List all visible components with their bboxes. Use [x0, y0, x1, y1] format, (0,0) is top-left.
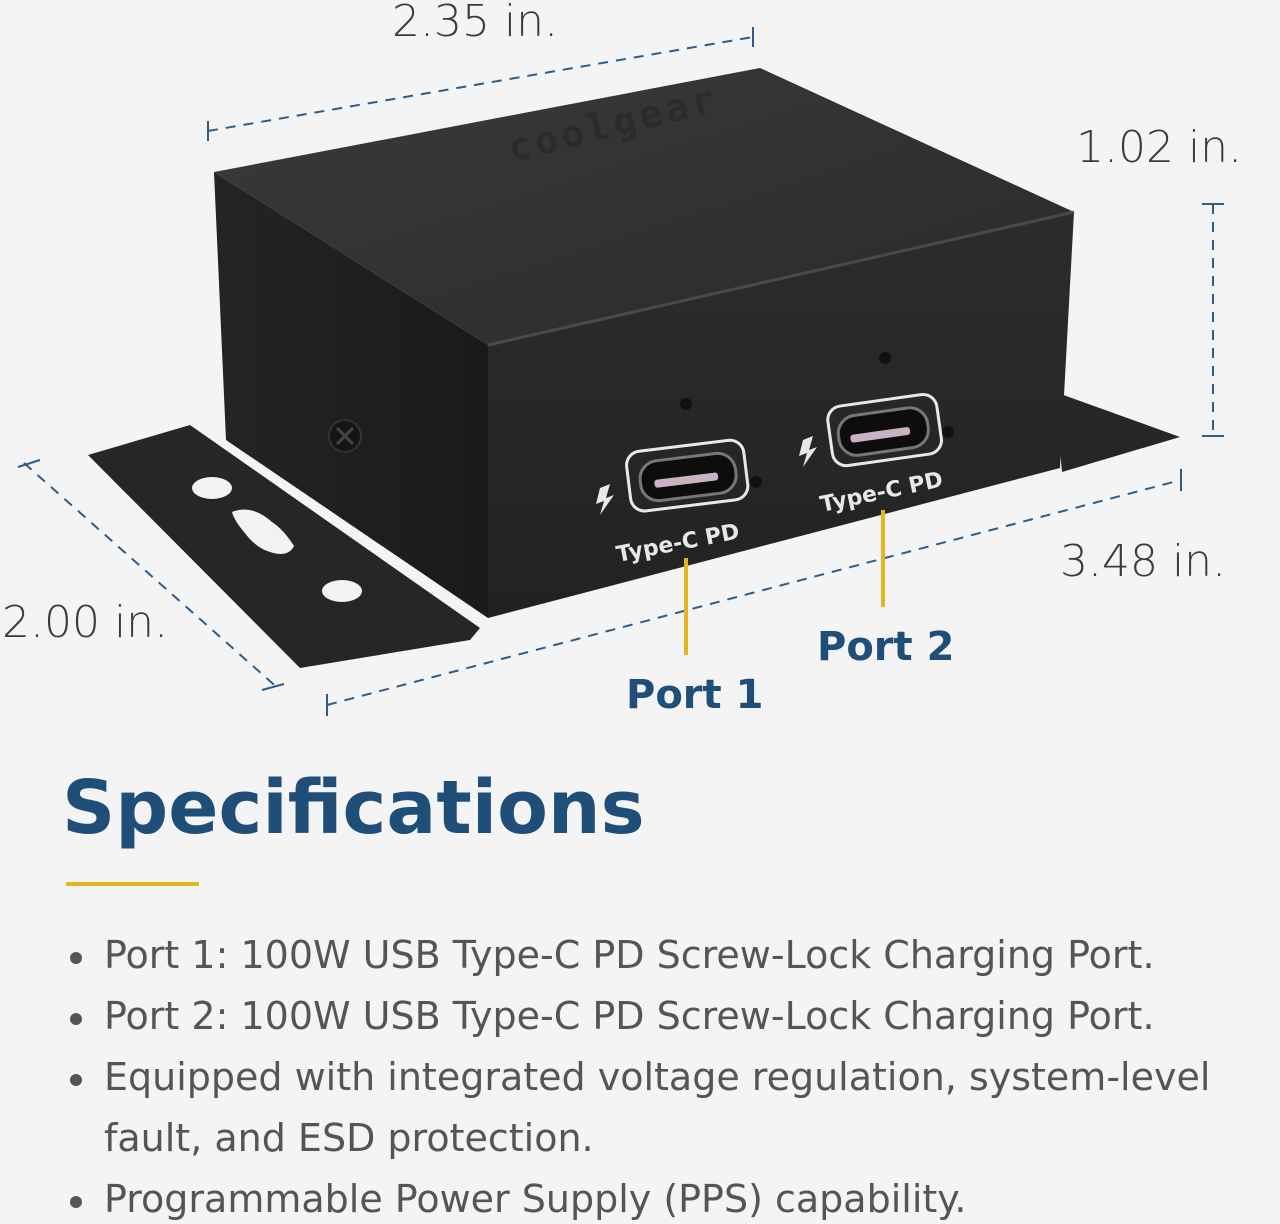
dimension-line-side: [17, 459, 285, 691]
usb-hub-device: coolgear Type-C PD: [88, 68, 1180, 668]
spec-item-text: Port 2: 100W USB Type-C PD Screw-Lock Ch…: [104, 994, 1155, 1038]
dimension-width-label: 2.35 in.: [392, 0, 558, 47]
port-1-label: Port 1: [626, 672, 763, 718]
dimension-depth-label: 3.48 in.: [1060, 536, 1226, 587]
specifications-title: Specifications: [62, 765, 645, 851]
bullet-icon: [70, 952, 82, 964]
product-dimension-figure: 2.35 in. 1.02 in. 3.48 in. 2.00 in.: [2, 0, 1242, 718]
dimension-line-width: [207, 27, 754, 141]
dimension-height-label: 1.02 in.: [1076, 122, 1242, 173]
spec-item-text: Equipped with integrated voltage regulat…: [104, 1055, 1211, 1160]
spec-item-text: Programmable Power Supply (PPS) capabili…: [104, 1177, 967, 1221]
indicator-hole: [879, 352, 891, 364]
top-face: [214, 68, 1074, 345]
bullet-icon: [70, 1013, 82, 1025]
dimension-side-label: 2.00 in.: [2, 597, 168, 648]
mounting-hole-icon: [322, 580, 362, 602]
keyhole-slot-icon: [232, 509, 294, 554]
front-face: [488, 212, 1074, 618]
mounting-hole-icon: [192, 477, 232, 499]
right-mounting-flange: [1055, 392, 1180, 472]
charging-bolt-icon: [799, 436, 817, 467]
spec-item: Port 2: 100W USB Type-C PD Screw-Lock Ch…: [66, 986, 1280, 1047]
bullet-icon: [70, 1074, 82, 1086]
dimension-line-depth: [326, 469, 1182, 716]
title-underline: [66, 882, 199, 886]
specifications-list: Port 1: 100W USB Type-C PD Screw-Lock Ch…: [66, 925, 1280, 1224]
spec-item: Equipped with integrated voltage regulat…: [66, 1047, 1280, 1169]
port-2-label: Port 2: [817, 624, 954, 670]
charging-bolt-icon: [596, 484, 614, 515]
spec-item-text: Port 1: 100W USB Type-C PD Screw-Lock Ch…: [104, 933, 1155, 977]
screw-cross-icon: [335, 426, 355, 446]
side-face: [214, 172, 488, 618]
indicator-hole: [680, 398, 692, 410]
bullet-icon: [70, 1196, 82, 1208]
dimension-line-height: [1202, 203, 1224, 437]
spec-item: Programmable Power Supply (PPS) capabili…: [66, 1169, 1280, 1224]
spec-item: Port 1: 100W USB Type-C PD Screw-Lock Ch…: [66, 925, 1280, 986]
